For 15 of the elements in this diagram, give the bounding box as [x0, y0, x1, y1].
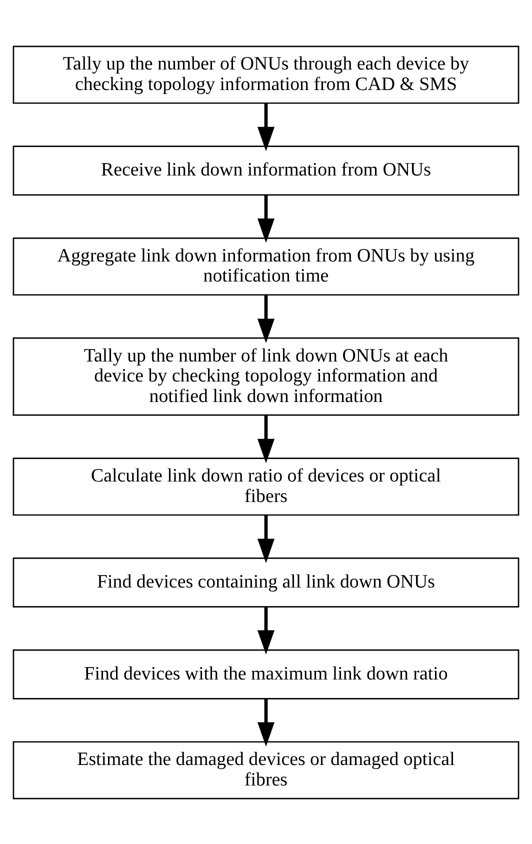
arrow: [257, 194, 275, 242]
arrow: [257, 514, 275, 563]
arrow: [257, 415, 275, 463]
arrow: [257, 294, 275, 343]
node-box: Calculate link down ratio of devices or optical fibers: [12, 457, 520, 516]
arrow: [257, 698, 275, 746]
arrow: [257, 606, 275, 654]
node-box: Tally up the number of ONUs through each device by checking topology information from CAD & SMS: [12, 45, 520, 104]
node-box: Receive link down information from ONUs: [12, 145, 520, 196]
node-box: Estimate the damaged devices or damaged optical fibres: [12, 740, 520, 799]
node-box: Find devices with the maximum link down ratio: [12, 648, 520, 699]
node-box: Tally up the number of link down ONUs at each device by checking topology information and notified link down information: [12, 336, 520, 416]
node-box: Find devices containing all link down ONUs: [12, 557, 520, 607]
arrow: [257, 103, 275, 151]
node-box: Aggregate link down information from ONUs by using notification time: [12, 236, 520, 296]
